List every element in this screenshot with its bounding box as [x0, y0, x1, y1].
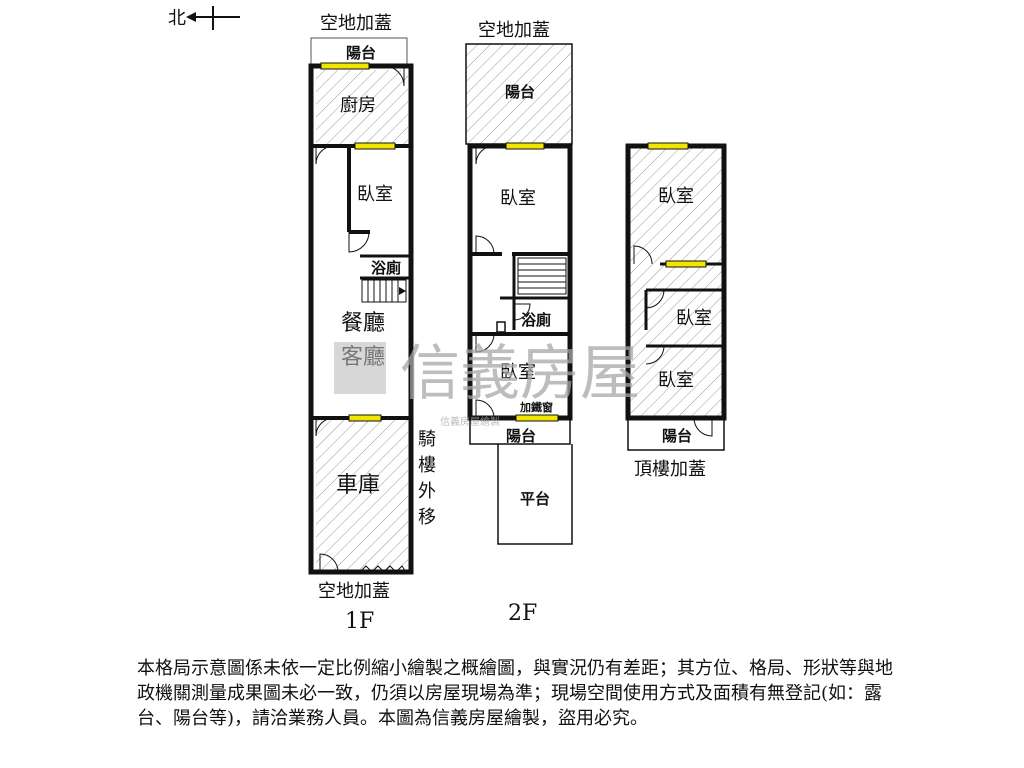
f1-garage-label: 車庫 [336, 473, 380, 498]
north-label: 北 [168, 8, 186, 29]
f2-caption: 2F [508, 601, 537, 626]
f3-caption: 頂樓加蓋 [634, 459, 706, 480]
f1-window-2 [354, 142, 396, 150]
f3-balcony [627, 417, 725, 451]
f2-terrace [497, 444, 573, 545]
f2-top-balcony [465, 43, 573, 145]
f2-window-1 [505, 142, 545, 150]
north-arrow-icon [186, 12, 196, 22]
f3-bedroom-3-label: 臥室 [658, 370, 694, 391]
f2-door-icon [475, 145, 495, 165]
f1-garage-hatch [316, 420, 408, 570]
f1-side-note-1: 騎 [418, 429, 436, 450]
f1-balcony-label: 陽台 [346, 44, 376, 62]
f1-kitchen-hatch [316, 70, 408, 146]
f2-top-ext-label: 空地加蓋 [478, 20, 550, 41]
f2-window-label: 加鐵窗 [519, 400, 553, 414]
f1-kitchen-label: 廚房 [340, 94, 376, 116]
f1-rolling-door [359, 565, 407, 573]
f1-dining-label: 餐廳 [341, 311, 385, 336]
f3-balcony-label: 陽台 [662, 427, 692, 445]
f1-side-note-4: 移 [418, 507, 436, 528]
f2-door-icon [475, 399, 495, 419]
f2-bath-label: 浴廁 [521, 311, 551, 329]
watermark-logo-icon [334, 342, 386, 394]
f3-window-1 [647, 142, 689, 150]
f2-door-icon [475, 235, 495, 255]
f1-door-icon [319, 553, 339, 573]
f1-door-icon [383, 65, 405, 87]
f1-bath-label: 浴廁 [371, 259, 401, 277]
f1-top-ext-label: 空地加蓋 [320, 13, 392, 34]
f3-bedroom-2-label: 臥室 [676, 308, 712, 329]
floor-2f: 空地加蓋 陽台 臥室 浴廁 臥室 加鐵窗 陽 [465, 20, 573, 626]
f3-window-2 [665, 260, 707, 268]
f2-balcony-top-label: 陽台 [505, 83, 535, 101]
f2-window-2 [515, 414, 559, 422]
f1-door-icon [315, 417, 335, 437]
f2-stairs [517, 257, 567, 295]
f2-bedroom-1-label: 臥室 [500, 188, 536, 209]
f3-door-icon [645, 345, 665, 365]
f2-toilet-icon [496, 321, 506, 333]
floor-rooftop: 臥室 臥室 臥室 陽台 頂樓加蓋 [625, 142, 727, 480]
f1-bottom-ext-label: 空地加蓋 [318, 581, 390, 602]
f1-caption: 1F [345, 609, 374, 634]
f2-door-icon [513, 303, 531, 321]
f3-door-icon [645, 289, 665, 309]
f3-door-icon [693, 417, 713, 437]
f1-side-note-3: 外 [418, 481, 436, 502]
f2-balcony-bottom-label: 陽台 [506, 427, 536, 445]
f1-side-note-2: 樓 [418, 455, 436, 476]
f1-door-icon [315, 145, 335, 165]
f2-terrace-label: 平台 [520, 490, 550, 508]
watermark-small: 信義房屋繪製 [440, 415, 500, 428]
f1-stairs [361, 279, 407, 303]
f3-hatch [630, 148, 722, 416]
f1-window-1 [320, 62, 370, 70]
f1-window-3 [348, 414, 382, 422]
f1-door-icon [348, 231, 370, 253]
f3-bedroom-1-label: 臥室 [658, 186, 694, 207]
f2-bedroom-2-label: 臥室 [500, 362, 536, 383]
compass: 北 [168, 6, 240, 30]
f3-door-icon [633, 245, 653, 265]
watermark-brand: 信義房屋 [400, 339, 640, 409]
disclaimer-text: 本格局示意圖係未依一定比例縮小繪製之概繪圖，與實況仍有差距；其方位、格局、形狀等… [137, 658, 893, 729]
floor-1f: 空地加蓋 陽台 廚房 [308, 13, 436, 634]
watermark: 信義房屋 信義房屋繪製 [334, 339, 640, 428]
f1-bedroom-label: 臥室 [357, 184, 393, 205]
f2-door-icon [475, 333, 495, 353]
